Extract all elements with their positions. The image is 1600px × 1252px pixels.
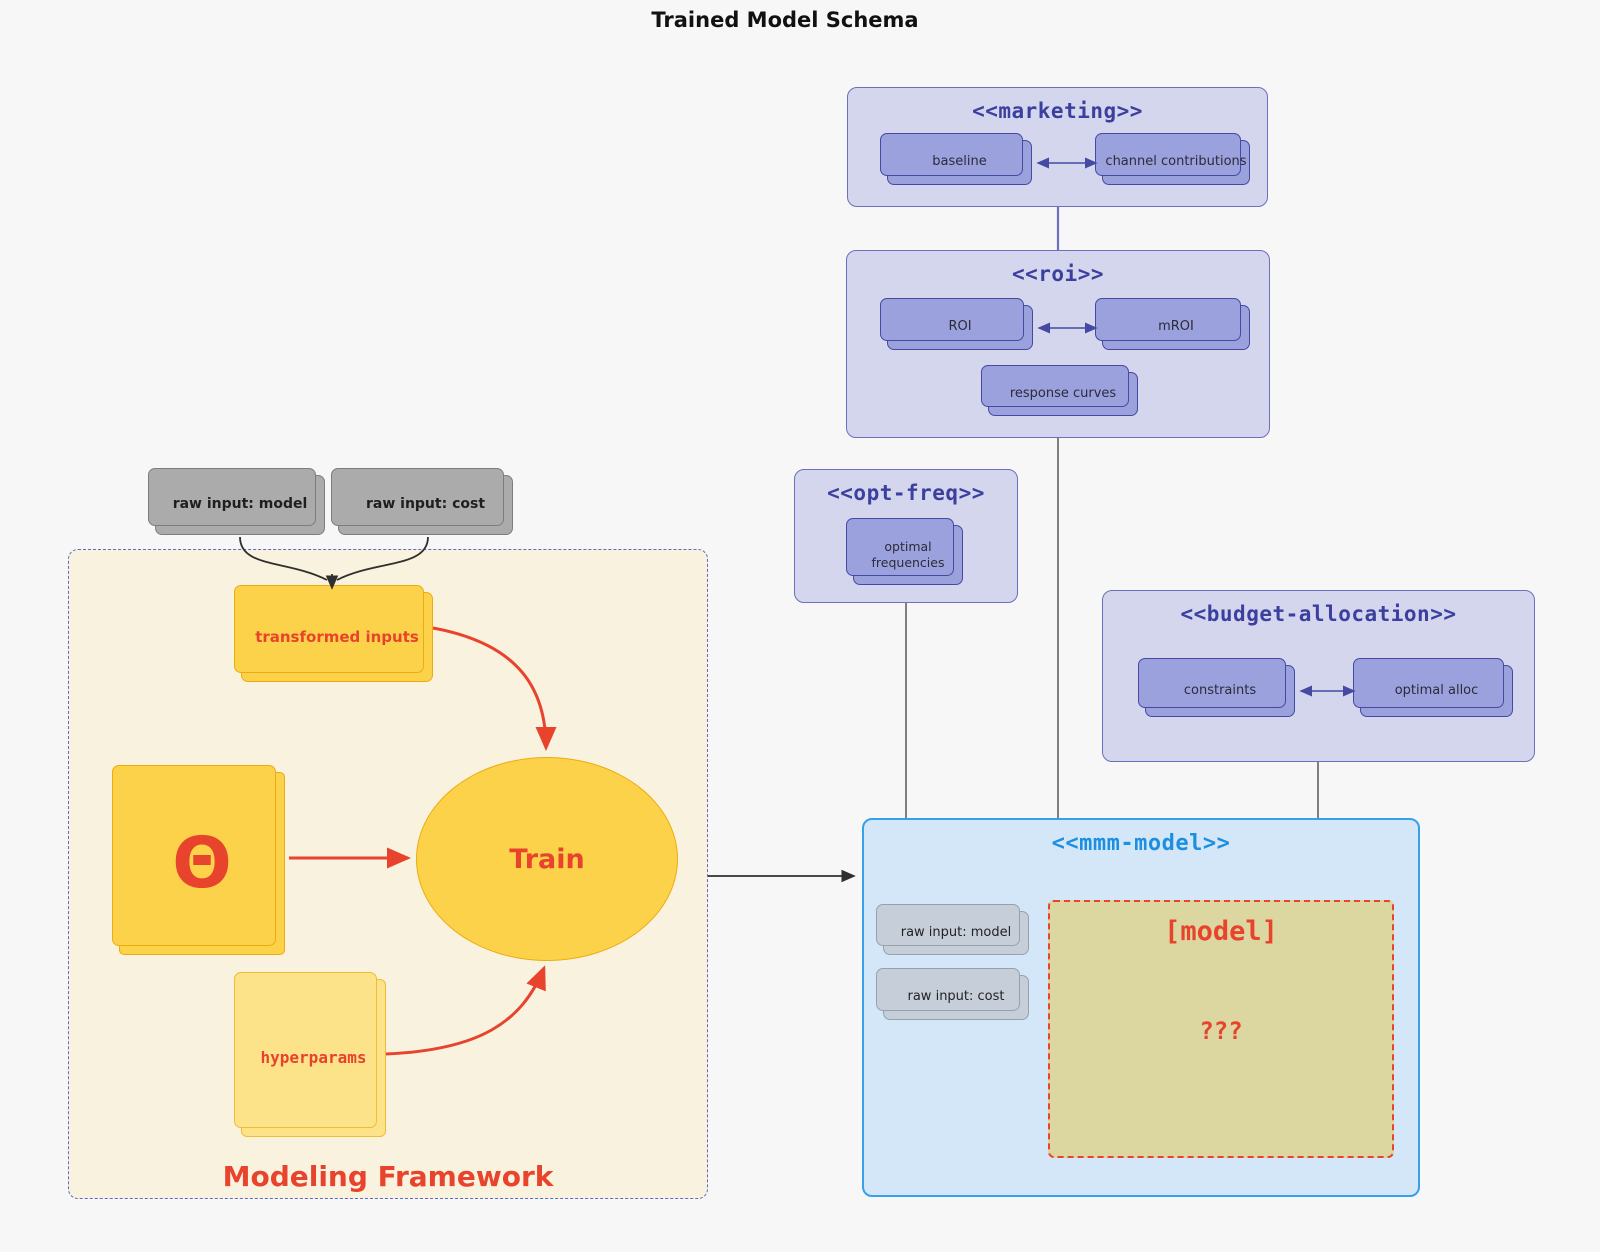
channel-contributions-label: channel contributions	[1105, 154, 1247, 170]
constraints-label: constraints	[1183, 682, 1257, 698]
mroi-node: mROI	[1095, 298, 1250, 350]
page-title: Trained Model Schema	[651, 8, 919, 32]
optimal-frequencies-label: optimal frequencies	[871, 539, 945, 570]
constraints-node: constraints	[1138, 658, 1295, 717]
baseline-node: baseline	[880, 133, 1032, 185]
opt-freq-title: <<opt-freq>>	[827, 481, 985, 505]
theta-node: Θ	[112, 765, 285, 955]
mmm-raw-input-model-label: raw input: model	[900, 924, 1012, 940]
roi-title: <<roi>>	[1011, 262, 1104, 286]
mroi-label: mROI	[1158, 319, 1194, 335]
hyperparams-label: hyperparams	[260, 1048, 367, 1067]
roi-label: ROI	[948, 319, 972, 335]
modeling-framework-caption: Modeling Framework	[222, 1160, 554, 1193]
budget-allocation-title: <<budget-allocation>>	[1180, 602, 1457, 626]
model-box-unknown: ???	[1199, 1017, 1243, 1045]
mmm-model-title: <<mmm-model>>	[1051, 831, 1231, 856]
roi-node: ROI	[880, 298, 1033, 350]
marketing-title: <<marketing>>	[972, 99, 1143, 123]
raw-input-cost-node: raw input: cost	[331, 468, 513, 535]
train-label: Train	[509, 843, 585, 875]
response-curves-label: response curves	[1009, 385, 1117, 401]
model-box-title: [model]	[1164, 916, 1278, 947]
hyperparams-node: hyperparams	[234, 972, 386, 1137]
train-ellipse: Train	[416, 757, 678, 961]
optimal-frequencies-node: optimal frequencies	[846, 518, 963, 585]
raw-input-cost-label: raw input: cost	[365, 496, 486, 513]
raw-input-model-node: raw input: model	[148, 468, 325, 535]
mmm-raw-input-cost-node: raw input: cost	[876, 968, 1029, 1020]
channel-contributions-node: channel contributions	[1095, 133, 1250, 185]
transformed-inputs-node: transformed inputs	[234, 585, 433, 682]
response-curves-node: response curves	[981, 365, 1138, 416]
baseline-label: baseline	[932, 154, 987, 170]
transformed-inputs-label: transformed inputs	[255, 627, 419, 646]
optimal-alloc-node: optimal alloc	[1353, 658, 1513, 717]
raw-input-model-label: raw input: model	[172, 496, 308, 513]
mmm-raw-input-cost-label: raw input: cost	[907, 989, 1005, 1005]
model-placeholder-box: [model] ???	[1048, 900, 1394, 1158]
theta-label: Θ	[172, 821, 232, 904]
optimal-alloc-label: optimal alloc	[1394, 682, 1479, 698]
mmm-raw-input-model-node: raw input: model	[876, 904, 1029, 955]
